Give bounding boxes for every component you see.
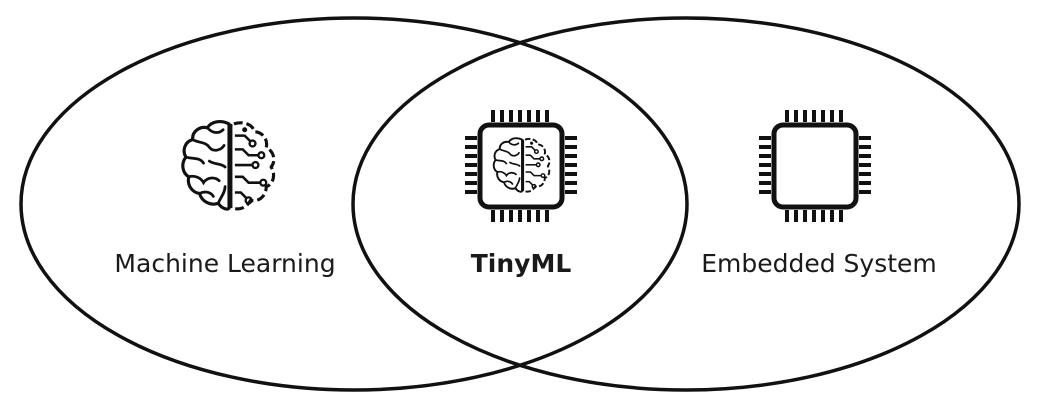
machine-learning-label: Machine Learning [114, 249, 336, 278]
embedded-system-ellipse [351, 16, 1021, 392]
microchip-icon [759, 110, 871, 222]
brain-circuit-icon [181, 120, 276, 211]
tinyml-label: TinyML [470, 249, 572, 278]
embedded-system-label: Embedded System [701, 249, 937, 278]
chip-with-brain-icon [465, 110, 577, 222]
machine-learning-ellipse [19, 16, 689, 392]
